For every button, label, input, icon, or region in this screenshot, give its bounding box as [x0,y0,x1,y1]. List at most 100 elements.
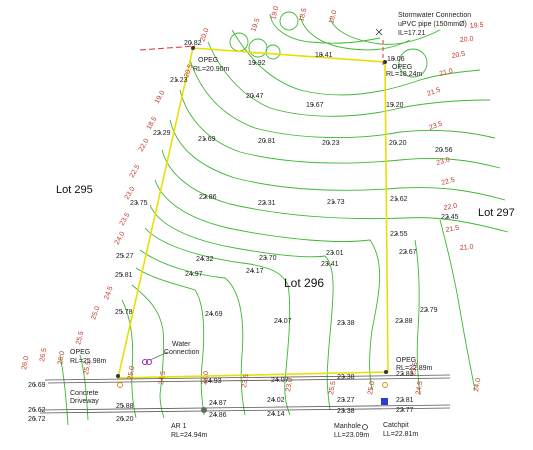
spot-level-dot [343,376,345,378]
spot-level-dot [343,322,345,324]
contour-label: 24.5 [415,381,424,396]
spot-level-dot [159,132,161,134]
spot-level-18-41: 18.41 [315,52,333,59]
spot-level-26-69: 26.69 [28,382,46,389]
spot-level-dot [265,257,267,259]
spot-level-24-87: 24.87 [209,400,227,407]
contour-label: 23.5 [119,212,132,227]
spot-level-dot [395,142,397,144]
spot-level-20-82: 20.82 [184,40,202,47]
ar-label-line1: AR 1 [171,423,187,430]
stormwater-note-il: IL=17.21 [398,30,426,37]
contour-label: 19.0 [154,90,167,105]
spot-level-21-69: 21.69 [198,136,216,143]
spot-level-19-20: 19.20 [386,102,404,109]
contour-line [414,239,421,396]
contour-line [135,267,205,416]
spot-level-dot [190,42,192,44]
spot-level-dot [312,104,314,106]
opeg-ne-rl: RL=18.24m [386,71,423,78]
contour-line [149,204,334,411]
spot-level-dot [321,54,323,56]
spot-level-22-79: 22.79 [420,307,438,314]
contour-label: 21.0 [460,244,474,252]
manhole-label-line1: Manhole [334,423,361,430]
tree-icon [279,11,299,31]
spot-level-20-47: 20.47 [246,93,264,100]
contour-label: 24.5 [158,371,167,386]
contour-line [131,284,165,419]
point-symbols [116,28,388,430]
contour-label: 22.0 [138,138,151,153]
spot-level-dot [343,410,345,412]
contour-line [79,354,89,421]
manhole-icon [362,424,368,430]
contour-label: 19.5 [470,22,484,30]
spot-level-24-93: 24.93 [204,378,222,385]
spot-level-dot [328,142,330,144]
spot-level-20-23: 20.23 [322,140,340,147]
spot-level-23-38a: 23.38 [337,320,355,327]
contour-label: 26.0 [57,351,66,366]
contour-line [329,17,441,45]
opeg-top-title: OPEG [198,57,218,64]
spot-level-dot [327,263,329,265]
kerb-line [47,377,451,384]
tap-icon [117,382,123,388]
stormwater-note-line1: Stormwater Connection [398,12,471,19]
contour-label: 18.0 [328,9,338,24]
opeg-sw-rl: RL=25.98m [70,358,107,365]
catchpit-label-line1: Catchpit [383,422,409,429]
contour-line [161,149,509,233]
spot-level-19-92: 19.92 [248,60,266,67]
spot-level-dot [402,399,404,401]
tree-symbols [229,11,428,78]
spot-level-22-81: 22.81 [396,397,414,404]
cross-mark-icon [375,28,383,36]
contour-label: 18.5 [298,7,308,22]
spot-level-dot [401,320,403,322]
spot-level-dot [393,58,395,60]
spot-level-24-32: 24.32 [196,256,214,263]
contour-label: 26.5 [39,348,48,363]
contour-label: 25.0 [367,381,376,396]
spot-level-24-17: 24.17 [246,268,264,275]
spot-level-21-23: 21.23 [170,77,188,84]
spot-level-dot [396,198,398,200]
contour-label: 23.5 [241,374,250,389]
spot-level-dot [122,255,124,257]
driveway-line2: Driveway [70,398,99,405]
spot-level-dot [264,140,266,142]
spot-level-23-41: 23.41 [321,261,339,268]
spot-level-24-02: 24.02 [267,397,285,404]
contour-line [139,249,246,416]
opeg-sw-title: OPEG [70,349,90,356]
catchpit-label-line2: LL=22.81m [383,431,418,438]
lot-label-center: Lot 296 [284,276,324,290]
contour-line [439,219,476,391]
spot-level-25-81: 25.81 [115,272,133,279]
contour-label: 19.0 [270,5,280,20]
spot-level-22-88: 22.88 [395,318,413,325]
contour-label: 20.0 [460,36,474,44]
spot-level-23-38b: 23.38 [337,374,355,381]
contour-label: 23.0 [285,378,294,393]
contour-line [121,299,137,419]
spot-level-20-81: 20.81 [258,138,276,145]
spot-level-dot [176,79,178,81]
spot-level-20-20: 20.20 [389,140,407,147]
spot-level-dot [34,418,36,420]
opeg-se-rl: RL=22.89m [396,365,433,372]
contour-label: 24.0 [201,371,210,386]
spot-level-dot [204,138,206,140]
tree-icon [398,48,428,78]
contour-label: 20.0 [199,27,210,42]
contour-line [154,179,381,391]
ar-label-line2: RL=24.94m [171,432,208,439]
stormwater-pipe [139,40,384,65]
spot-level-dot [405,251,407,253]
contour-label: 22.0 [443,203,458,212]
contour-label: 25.0 [127,366,136,381]
spot-level-dot [210,380,212,382]
